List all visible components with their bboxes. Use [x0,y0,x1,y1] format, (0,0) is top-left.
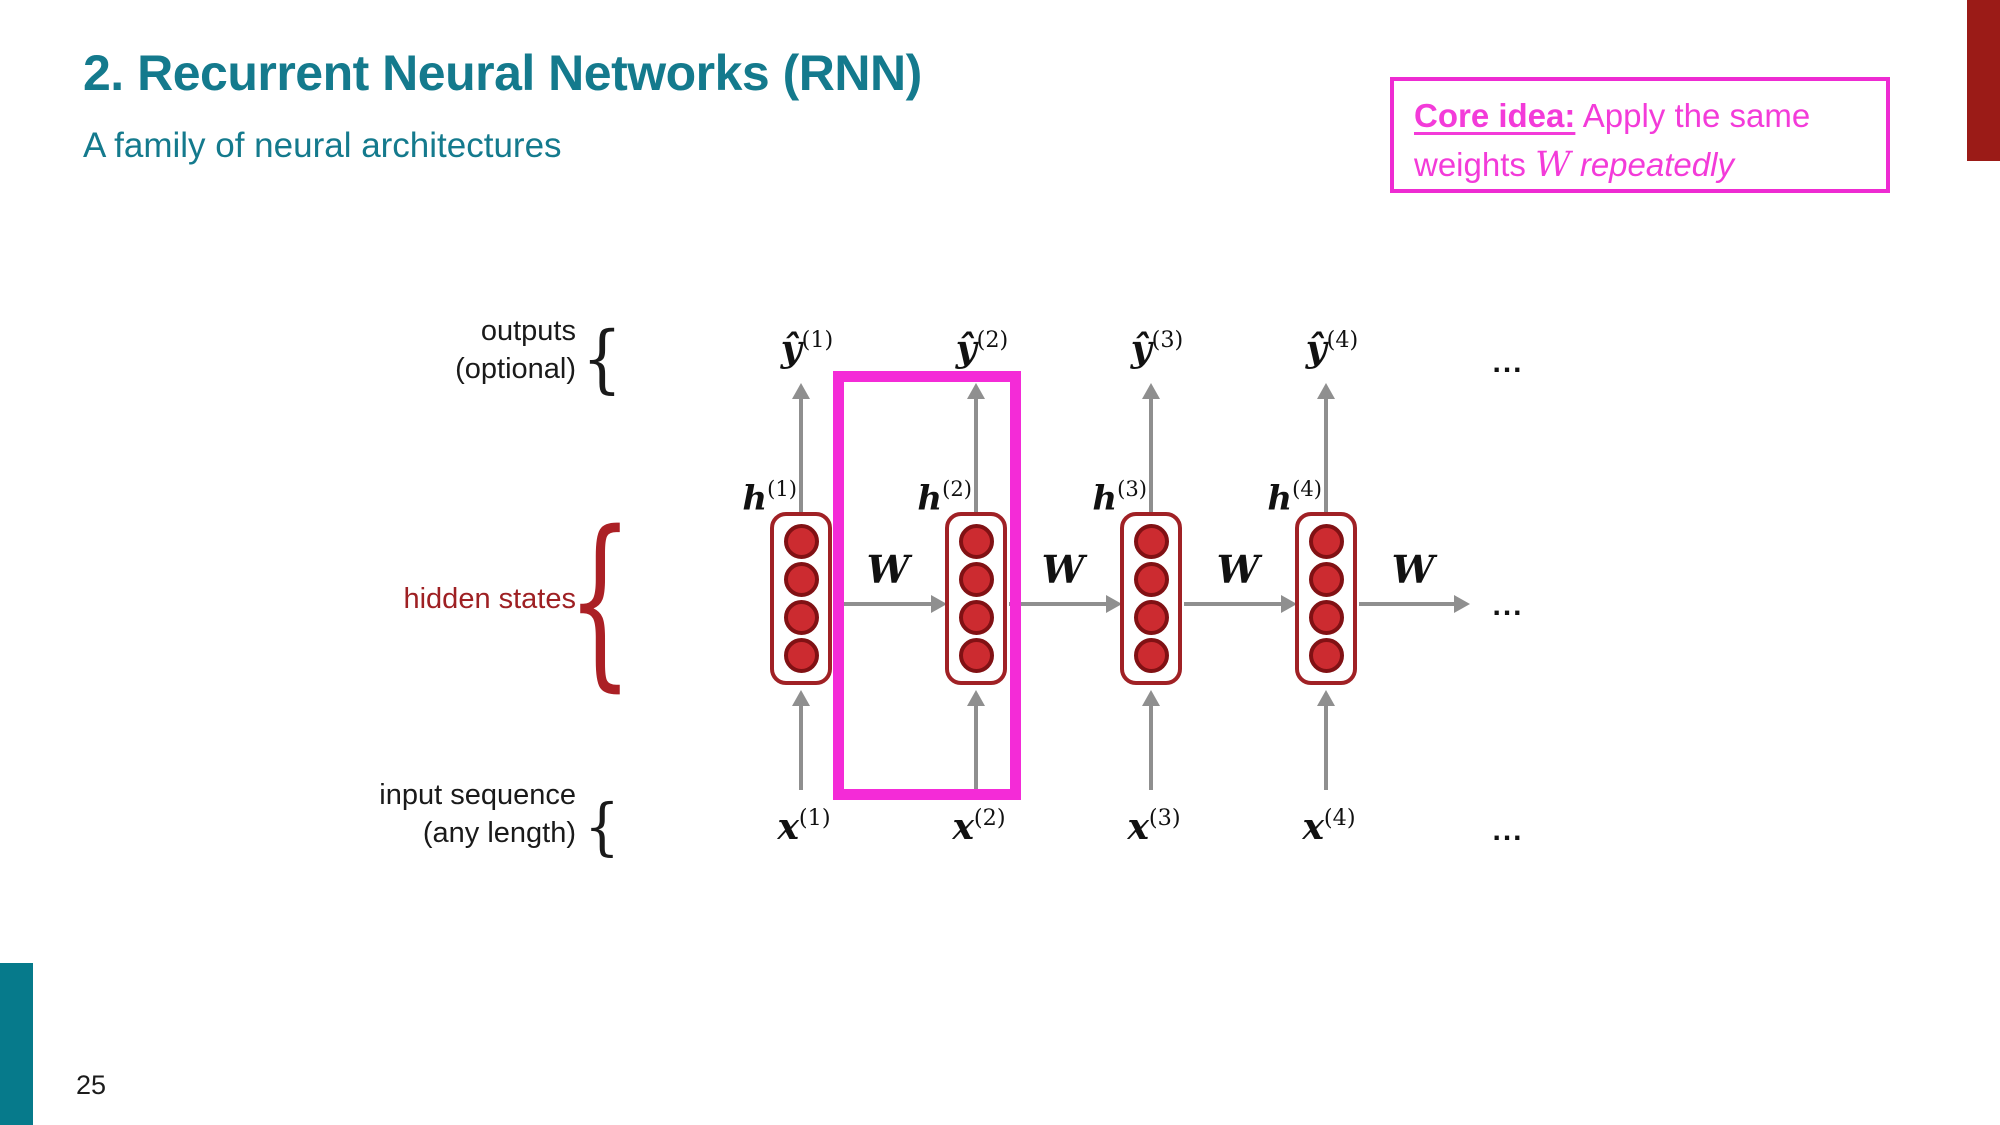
y-hat-1-label: ŷ(1) [780,326,834,370]
hidden-unit-node [959,638,994,673]
weight-w-label-4: W [1391,547,1435,592]
inputs-row-label: input sequence (any length) [276,776,576,852]
inputs-label-line1: input sequence [379,779,576,811]
core-idea-text-before: Apply the same weights [1414,97,1811,183]
output-arrow-head-4 [1317,383,1335,399]
hidden-unit-node [1309,562,1344,597]
input-arrow-2 [974,704,978,790]
recurrence-arrow-3 [1184,602,1283,606]
input-arrow-head-4 [1317,690,1335,706]
output-arrow-head-3 [1142,383,1160,399]
recurrence-arrow-head-4 [1454,595,1470,613]
y-hat-3-label: ŷ(3) [1130,326,1184,370]
hidden-unit-node [784,562,819,597]
hidden-unit-node [959,562,994,597]
page-number: 25 [76,1070,107,1100]
core-idea-heading: Core idea: [1414,97,1576,134]
h-1-label: h(1) [742,475,797,519]
hidden-unit-node [784,638,819,673]
x-4-label: x(4) [1302,804,1356,848]
input-arrow-4 [1324,704,1328,790]
hidden-unit-node [1134,638,1169,673]
weight-w-label-3: W [1216,547,1260,592]
recurrence-arrow-head-1 [931,595,947,613]
inputs-ellipsis: ... [1492,814,1524,847]
output-arrow-3 [1149,397,1153,512]
core-idea-w-symbol: W [1535,145,1571,185]
output-arrow-head-2 [967,383,985,399]
hidden-ellipsis: ... [1492,589,1524,622]
outputs-label-line1: outputs [480,315,576,347]
input-arrow-head-3 [1142,690,1160,706]
hidden-unit-node [1309,524,1344,559]
x-1-label: x(1) [777,804,831,848]
hidden-unit-node [1309,638,1344,673]
outputs-label-line2: (optional) [455,353,576,385]
recurrence-arrow-4 [1359,602,1456,606]
weight-w-label-1: W [866,547,910,592]
hidden-unit-node [959,600,994,635]
page-title: 2. Recurrent Neural Networks (RNN) [83,45,922,101]
outputs-ellipsis: ... [1492,346,1524,379]
h-4-label: h(4) [1267,475,1322,519]
input-arrow-3 [1149,704,1153,790]
teal-corner-bar [0,963,33,1125]
output-arrow-head-1 [792,383,810,399]
hidden-unit-node [784,600,819,635]
recurrence-arrow-head-3 [1281,595,1297,613]
hidden-unit-node [1309,600,1344,635]
h-2-label: h(2) [917,475,972,519]
outputs-row-label: outputs (optional) [276,312,576,388]
hidden-unit-node [1134,600,1169,635]
core-idea-callout: Core idea: Apply the same weights W repe… [1390,77,1890,193]
weight-w-label-2: W [1041,547,1085,592]
y-hat-4-label: ŷ(4) [1305,326,1359,370]
output-arrow-2 [974,397,978,512]
x-2-label: x(2) [952,804,1006,848]
hidden-unit-node [784,524,819,559]
recurrence-arrow-2 [1009,602,1108,606]
output-arrow-1 [799,397,803,512]
inputs-brace: { [584,790,620,863]
page-subtitle: A family of neural architectures [83,126,562,165]
input-arrow-head-2 [967,690,985,706]
input-arrow-1 [799,704,803,790]
hidden-unit-node [959,524,994,559]
inputs-label-line2: (any length) [422,817,576,849]
outputs-brace: { [581,316,623,402]
recurrence-arrow-head-2 [1106,595,1122,613]
core-idea-text-after: repeatedly [1570,146,1734,183]
x-3-label: x(3) [1127,804,1181,848]
input-arrow-head-1 [792,690,810,706]
timestep-highlight-box [833,371,1021,800]
hidden-unit-node [1134,524,1169,559]
output-arrow-4 [1324,397,1328,512]
recurrence-arrow-1 [834,602,933,606]
hidden-unit-node [1134,562,1169,597]
hidden-states-brace: { [567,491,633,708]
dark-red-corner-bar [1967,0,2000,161]
h-3-label: h(3) [1092,475,1147,519]
hidden-states-row-label: hidden states [403,583,576,615]
y-hat-2-label: ŷ(2) [955,326,1009,370]
